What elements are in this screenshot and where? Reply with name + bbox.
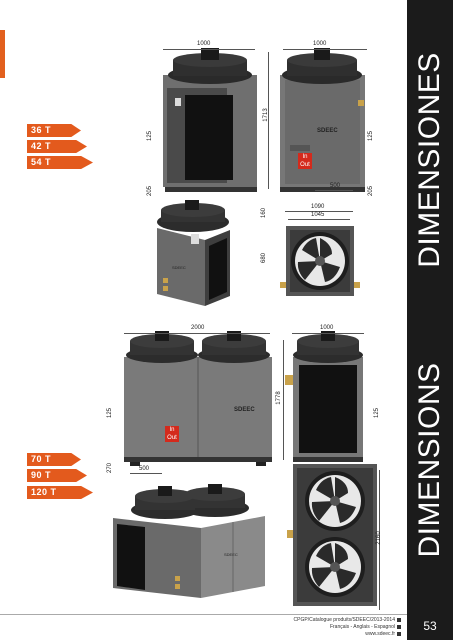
dim-view-160: 160 — [261, 208, 267, 219]
dim-line-bottom-height — [283, 340, 284, 460]
dim-line-top-height — [268, 52, 269, 189]
dim-line-bottom-view-2160 — [379, 470, 380, 610]
sidebar: DIMENSIONES DIMENSIONS — [407, 0, 453, 640]
model-tag-54t: 54 T — [27, 156, 93, 169]
dim-top-125-right: 125 — [368, 131, 374, 142]
dim-line-top-side-width — [283, 49, 367, 50]
footer-line-1: CPGP/Catalogue produits/SDEEC/2013-2014 — [294, 617, 401, 623]
dim-view-1045: 1045 — [311, 212, 325, 218]
brand-label-perspective-large: SDEEC — [224, 552, 238, 557]
dim-top-height: 1713 — [263, 108, 269, 122]
model-tag-42t: 42 T — [27, 140, 87, 153]
model-tag-70t: 70 T — [27, 453, 81, 466]
unit-top-view-small — [280, 226, 360, 296]
model-tag-120t: 120 T — [27, 486, 93, 499]
dim-view-680: 680 — [261, 253, 267, 264]
dim-bottom-125-left: 125 — [107, 408, 113, 419]
page-number: 53 — [423, 619, 437, 633]
unit-perspective-large — [113, 484, 265, 598]
footer-line-3: www.sdeec.fr — [365, 631, 401, 637]
dim-bottom-270: 270 — [107, 463, 113, 474]
unit-front-view-small — [163, 48, 257, 192]
dim-bottom-front-width: 2000 — [191, 325, 205, 331]
footer-divider — [0, 614, 407, 615]
dim-line-bottom-500 — [130, 473, 162, 474]
dim-top-205-right: 205 — [368, 186, 374, 197]
dim-line-view-1090 — [285, 211, 353, 212]
dim-bottom-height: 1778 — [276, 391, 282, 405]
unit-side-view-large — [285, 331, 363, 462]
brand-label-perspective: SDEEC — [172, 265, 186, 270]
dim-line-view-1045 — [288, 219, 350, 220]
unit-perspective-small — [157, 200, 230, 306]
dim-bottom-side-width: 1000 — [320, 325, 334, 331]
unit-front-view-large — [124, 331, 272, 466]
unit-top-view-large — [287, 464, 377, 606]
dim-line-bottom-front-width — [124, 333, 270, 334]
dim-bottom-500: 500 — [139, 466, 150, 472]
dim-bottom-125-right: 125 — [374, 408, 380, 419]
dim-bottom-view-2160: 2160 — [376, 531, 382, 545]
dim-view-1090: 1090 — [311, 204, 325, 210]
dim-top-500: 500 — [330, 183, 341, 189]
edge-accent-bar — [0, 30, 5, 78]
dim-line-top-500 — [315, 190, 353, 191]
dim-line-top-front-width — [163, 49, 255, 50]
dim-line-bottom-side-width — [292, 333, 364, 334]
unit-side-view-small — [280, 48, 365, 192]
footer-line-2: Français - Anglais - Espagnol — [330, 624, 401, 630]
dim-top-125-left: 125 — [147, 131, 153, 142]
dim-top-side-width: 1000 — [313, 41, 327, 47]
brand-label-bottom: SDEEC — [234, 407, 255, 413]
model-tag-90t: 90 T — [27, 469, 87, 482]
dim-top-front-width: 1000 — [197, 41, 211, 47]
brand-label-top: SDEEC — [317, 128, 338, 134]
model-tag-36t: 36 T — [27, 124, 81, 137]
